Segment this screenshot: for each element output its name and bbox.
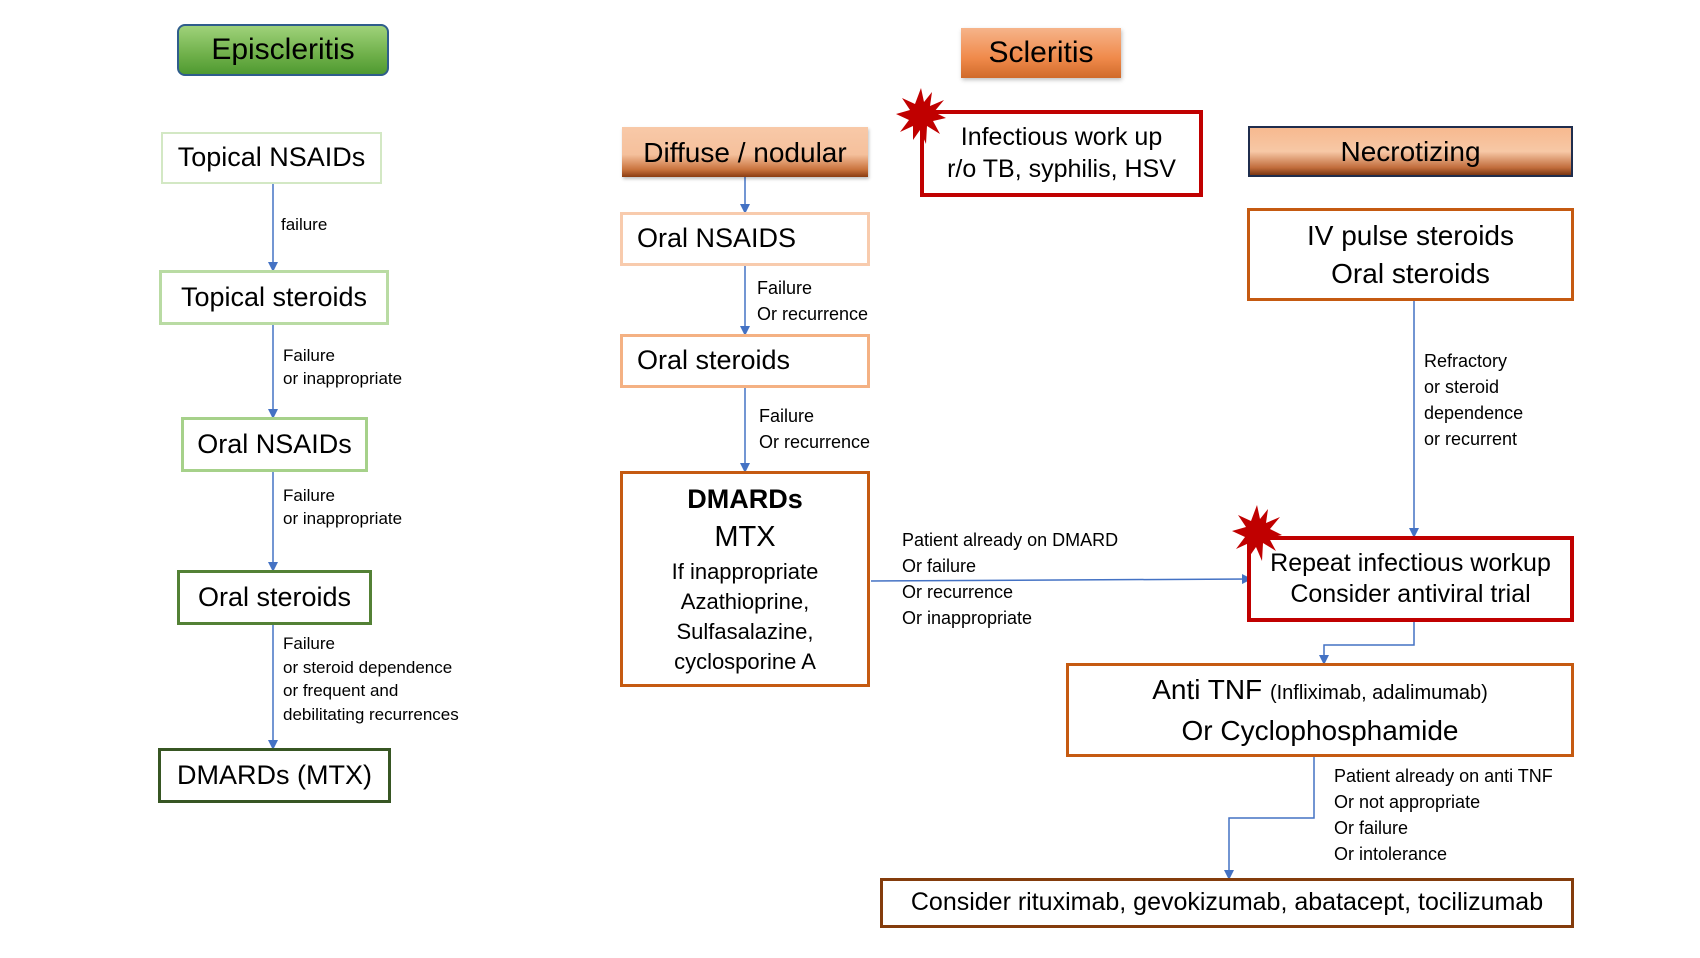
transition-label: Refractory or steroid dependence or recu… <box>1424 351 1524 449</box>
dmards-title: DMARDs <box>687 484 803 514</box>
repeat-workup-line1: Repeat infectious workup <box>1270 548 1551 577</box>
scleritis-header-label: Scleritis <box>988 36 1094 70</box>
dmards-box: DMARDs MTX If inappropriate Azathioprine… <box>620 471 870 687</box>
final-options-label: Consider rituximab, gevokizumab, abatace… <box>910 888 1544 917</box>
anti-tnf-box: Anti TNF (Infliximab, adalimumab) Or Cyc… <box>1066 663 1574 757</box>
infectious-workup-line1: Infectious work up <box>960 123 1163 152</box>
transition-label: Failure or steroid dependence or frequen… <box>283 634 459 724</box>
arrow-anti-tnf-to-final <box>1224 757 1315 880</box>
diffuse-nodular-header: Diffuse / nodular <box>622 127 868 177</box>
transition-label: Failure or inappropriate <box>283 486 403 528</box>
transition-label: Patient already on anti TNF Or not appro… <box>1334 766 1553 864</box>
step-oral-steroids: Oral steroids <box>177 570 372 625</box>
repeat-workup-box: Repeat infectious workup Consider antivi… <box>1247 536 1574 622</box>
infectious-workup-box: Infectious work up r/o TB, syphilis, HSV <box>920 110 1203 197</box>
anti-tnf-main: Anti TNF <box>1152 673 1263 705</box>
dmards-alt-line: Azathioprine, <box>680 589 810 614</box>
scleritis-header: Scleritis <box>961 28 1121 78</box>
step-label: Oral NSAIDS <box>637 223 797 254</box>
diffuse-nodular-header-label: Diffuse / nodular <box>643 136 847 168</box>
necrotizing-header: Necrotizing <box>1248 126 1573 177</box>
iv-pulse-steroids-box: IV pulse steroids Oral steroids <box>1247 208 1574 301</box>
transition-label: failure <box>281 215 328 234</box>
dmards-first-line: MTX <box>714 521 776 553</box>
anti-tnf-examples: (Infliximab, adalimumab) <box>1269 681 1488 704</box>
step-label: DMARDs (MTX) <box>177 759 372 790</box>
step-label: Topical NSAIDs <box>177 142 366 173</box>
transition-label: Failure or inappropriate <box>283 346 403 388</box>
step-label: Oral steroids <box>197 581 352 612</box>
step-oral-nsaids: Oral NSAIDs <box>181 417 368 472</box>
step-dmards-mtx: DMARDs (MTX) <box>158 748 391 803</box>
iv-pulse-line1: IV pulse steroids <box>1307 219 1514 251</box>
transition-label: Failure Or recurrence <box>757 278 869 324</box>
arrow-repeat-workup-to-anti-tnf <box>1319 622 1415 665</box>
step-oral-nsaids-scleritis: Oral NSAIDS <box>620 212 870 266</box>
dmards-alt-line: cyclosporine A <box>674 649 816 674</box>
transition-label: Patient already on DMARD Or failure Or r… <box>902 530 1119 628</box>
dmards-alt-line: Sulfasalazine, <box>676 619 814 644</box>
step-label: Topical steroids <box>180 281 368 312</box>
infectious-workup-line2: r/o TB, syphilis, HSV <box>947 154 1176 183</box>
anti-tnf-line2: Or Cyclophosphamide <box>1181 714 1459 746</box>
final-options-box: Consider rituximab, gevokizumab, abatace… <box>880 878 1574 928</box>
step-oral-steroids-scleritis: Oral steroids <box>620 334 870 388</box>
iv-pulse-line2: Oral steroids <box>1331 257 1490 289</box>
step-topical-steroids: Topical steroids <box>159 270 389 325</box>
transition-label: Failure Or recurrence <box>759 406 871 452</box>
necrotizing-header-label: Necrotizing <box>1340 136 1481 167</box>
step-topical-nsaids: Topical NSAIDs <box>161 132 382 184</box>
dmards-alt-line: If inappropriate <box>671 559 819 584</box>
anti-tnf-line1: Anti TNF (Infliximab, adalimumab) <box>1152 671 1488 712</box>
step-label: Oral NSAIDs <box>197 428 352 459</box>
episcleritis-header-label: Episcleritis <box>211 33 355 67</box>
alert-burst-icon <box>896 88 946 144</box>
repeat-workup-line2: Consider antiviral trial <box>1290 580 1531 608</box>
episcleritis-header: Episcleritis <box>177 24 389 76</box>
alert-burst-icon <box>1232 505 1282 561</box>
step-label: Oral steroids <box>637 345 791 376</box>
